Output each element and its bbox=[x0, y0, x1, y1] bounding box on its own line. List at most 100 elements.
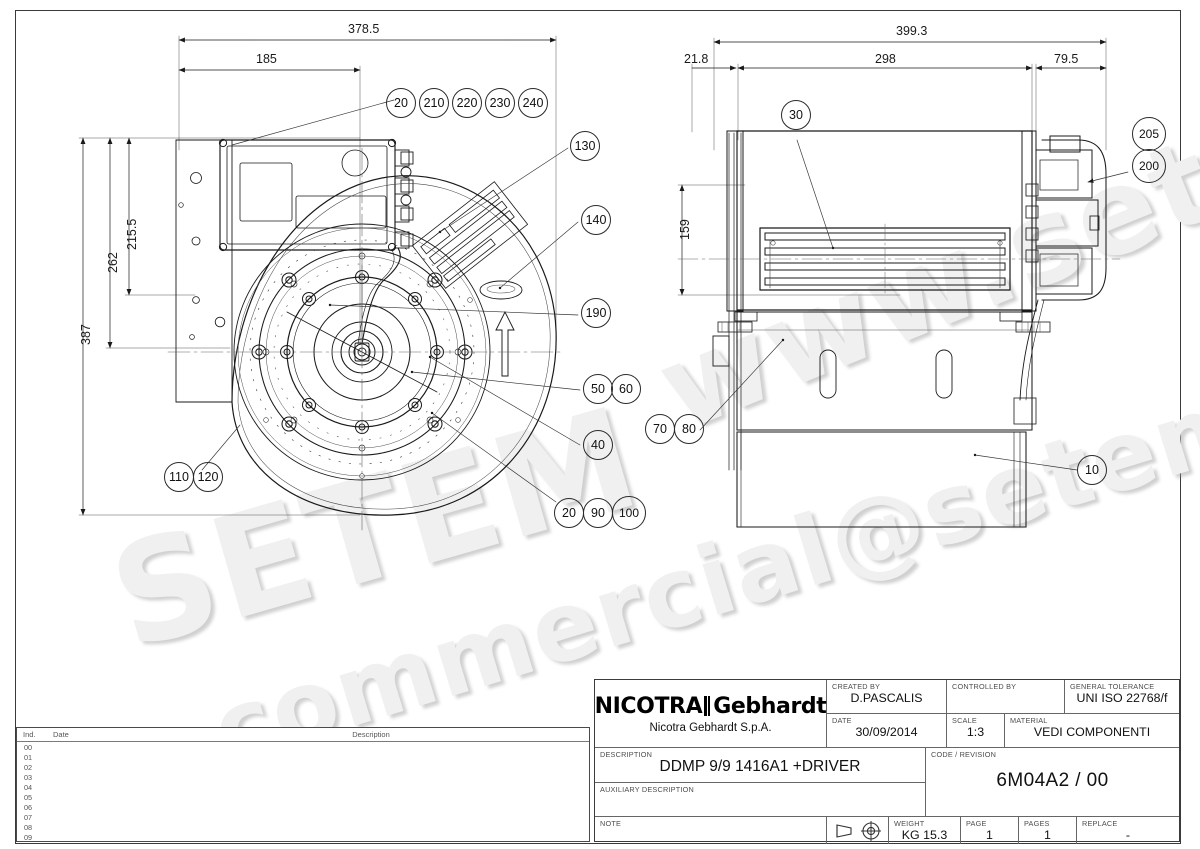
code-revision-value: 6M04A2 / 00 bbox=[996, 770, 1109, 791]
revision-row[interactable]: 06 bbox=[17, 803, 589, 813]
revision-row[interactable]: 01 bbox=[17, 752, 589, 762]
balloon-240[interactable]: 240 bbox=[518, 88, 548, 118]
balloon-60[interactable]: 60 bbox=[611, 374, 641, 404]
material-cell: MATERIAL VEDI COMPONENTI bbox=[1005, 714, 1179, 747]
revision-row-ind: 02 bbox=[24, 762, 33, 772]
balloon-210[interactable]: 210 bbox=[419, 88, 449, 118]
logo-nicotra: NICOTRA bbox=[594, 693, 703, 719]
date-label: DATE bbox=[832, 716, 852, 725]
balloon-30[interactable]: 30 bbox=[781, 100, 811, 130]
scale-value: 1:3 bbox=[966, 725, 985, 739]
general-tolerance-label: GENERAL TOLERANCE bbox=[1070, 682, 1155, 691]
dim-housing-height: 262 bbox=[106, 252, 120, 273]
revision-row-ind: 01 bbox=[24, 752, 33, 762]
balloon-120[interactable]: 120 bbox=[193, 462, 223, 492]
dim-inlet-height: 159 bbox=[678, 219, 692, 240]
weight-label: WEIGHT bbox=[894, 819, 925, 828]
revision-row-ind: 08 bbox=[24, 823, 33, 833]
balloon-50[interactable]: 50 bbox=[583, 374, 613, 404]
general-tolerance-cell: GENERAL TOLERANCE UNI ISO 22768/f bbox=[1065, 680, 1179, 713]
balloon-80[interactable]: 80 bbox=[674, 414, 704, 444]
revision-row[interactable]: 03 bbox=[17, 772, 589, 782]
revision-row[interactable]: 08 bbox=[17, 823, 589, 833]
revision-row-ind: 03 bbox=[24, 772, 33, 782]
revision-row-ind: 04 bbox=[24, 782, 33, 792]
pages-cell: PAGES 1 bbox=[1019, 817, 1077, 844]
code-revision-cell: CODE / REVISION 6M04A2 / 00 bbox=[926, 748, 1179, 816]
balloon-20-top[interactable]: 20 bbox=[386, 88, 416, 118]
balloon-40[interactable]: 40 bbox=[583, 430, 613, 460]
first-angle-projection-circle-icon bbox=[861, 821, 882, 841]
balloon-70[interactable]: 70 bbox=[645, 414, 675, 444]
pages-label: PAGES bbox=[1024, 819, 1050, 828]
description-cell: DESCRIPTION DDMP 9/9 1416A1 +DRIVER bbox=[595, 748, 925, 783]
note-cell: NOTE bbox=[595, 817, 827, 844]
drawing-frame-border bbox=[15, 10, 1181, 844]
description-label: DESCRIPTION bbox=[600, 750, 653, 759]
weight-cell: WEIGHT KG 15.3 bbox=[889, 817, 961, 844]
revision-table-header: Ind. Date Description bbox=[17, 728, 589, 742]
logo-gebhardt: Gebhardt bbox=[713, 693, 827, 719]
balloon-10[interactable]: 10 bbox=[1077, 455, 1107, 485]
replace-value: - bbox=[1125, 828, 1131, 842]
pages-value: 1 bbox=[1044, 828, 1051, 842]
logo-wordmark: NICOTRA Gebhardt bbox=[595, 694, 827, 719]
company-legal-name: Nicotra Gebhardt S.p.A. bbox=[649, 721, 772, 734]
balloon-200[interactable]: 200 bbox=[1132, 149, 1166, 183]
revision-row[interactable]: 05 bbox=[17, 792, 589, 802]
page-cell: PAGE 1 bbox=[961, 817, 1019, 844]
auxiliary-description-label: AUXILIARY DESCRIPTION bbox=[600, 785, 694, 794]
balloon-220[interactable]: 220 bbox=[452, 88, 482, 118]
code-revision-label: CODE / REVISION bbox=[931, 750, 997, 759]
balloon-130[interactable]: 130 bbox=[570, 131, 600, 161]
dim-overall-width: 378.5 bbox=[348, 22, 380, 36]
dim-overall-height: 387 bbox=[79, 324, 93, 345]
dim-flange-offset: 21.8 bbox=[684, 52, 709, 66]
created-by-cell: CREATED BY D.PASCALIS bbox=[827, 680, 947, 713]
revision-row[interactable]: 00 bbox=[17, 742, 589, 752]
company-logo: NICOTRA Gebhardt Nicotra Gebhardt S.p.A. bbox=[595, 680, 827, 747]
scale-cell: SCALE 1:3 bbox=[947, 714, 1005, 747]
dim-overall-length: 399.3 bbox=[896, 24, 928, 38]
controlled-by-cell: CONTROLLED BY bbox=[947, 680, 1065, 713]
revision-col-date: Date bbox=[53, 730, 69, 739]
note-label: NOTE bbox=[600, 819, 622, 828]
revision-row-ind: 00 bbox=[24, 742, 33, 752]
balloon-110[interactable]: 110 bbox=[164, 462, 194, 492]
replace-cell: REPLACE - bbox=[1077, 817, 1179, 844]
revision-row[interactable]: 02 bbox=[17, 762, 589, 772]
dim-body-length: 298 bbox=[875, 52, 896, 66]
dim-motor-length: 79.5 bbox=[1054, 52, 1079, 66]
logo-divider-bar-2 bbox=[708, 696, 711, 716]
logo-divider-bar-1 bbox=[704, 696, 708, 716]
balloon-230[interactable]: 230 bbox=[485, 88, 515, 118]
balloon-190[interactable]: 190 bbox=[581, 298, 611, 328]
page-value: 1 bbox=[986, 828, 993, 842]
date-cell: DATE 30/09/2014 bbox=[827, 714, 947, 747]
revision-col-description: Description bbox=[352, 730, 390, 739]
revision-row[interactable]: 07 bbox=[17, 813, 589, 823]
replace-label: REPLACE bbox=[1082, 819, 1118, 828]
revision-row-ind: 06 bbox=[24, 803, 33, 813]
weight-value: KG 15.3 bbox=[901, 828, 948, 842]
balloon-205[interactable]: 205 bbox=[1132, 117, 1166, 151]
balloon-20-bottom[interactable]: 20 bbox=[554, 498, 584, 528]
date-value: 30/09/2014 bbox=[855, 725, 918, 739]
revision-row-ind: 07 bbox=[24, 813, 33, 823]
controlled-by-label: CONTROLLED BY bbox=[952, 682, 1017, 691]
revision-row[interactable]: 04 bbox=[17, 782, 589, 792]
revision-row-ind: 05 bbox=[24, 793, 33, 803]
dim-motor-height: 215.5 bbox=[125, 218, 139, 250]
balloon-100[interactable]: 100 bbox=[612, 496, 646, 530]
revision-row[interactable]: 09 bbox=[17, 833, 589, 843]
material-label: MATERIAL bbox=[1010, 716, 1048, 725]
balloon-140[interactable]: 140 bbox=[581, 205, 611, 235]
created-by-label: CREATED BY bbox=[832, 682, 881, 691]
general-tolerance-value: UNI ISO 22768/f bbox=[1076, 691, 1168, 705]
auxiliary-description-cell: AUXILIARY DESCRIPTION bbox=[595, 783, 925, 816]
balloon-90[interactable]: 90 bbox=[583, 498, 613, 528]
first-angle-projection-cone-icon bbox=[836, 824, 852, 838]
